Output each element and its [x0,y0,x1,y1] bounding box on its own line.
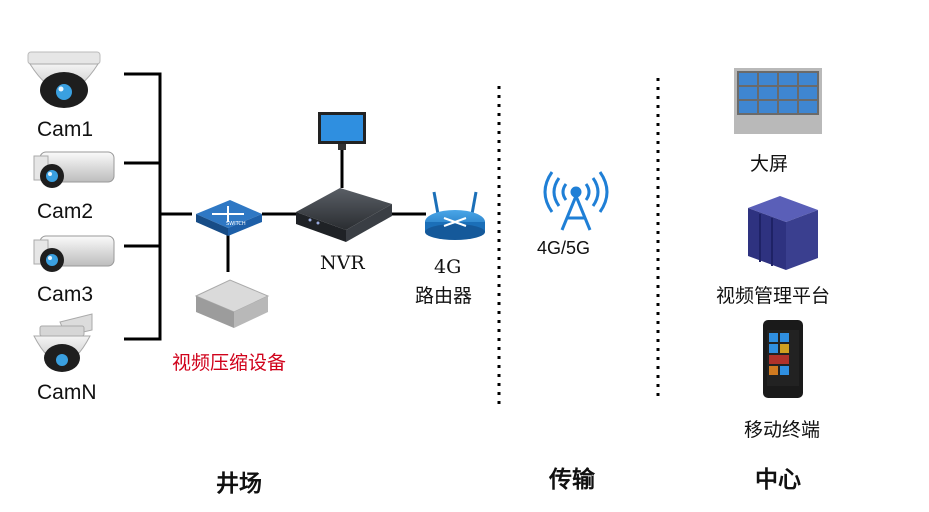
section-title-field: 井场 [216,471,262,497]
ptz-camera-icon [33,313,93,372]
cell-tower-icon [543,171,609,231]
bullet-camera-icon [33,235,115,272]
nvr-label: NVR [320,252,365,274]
monitor-icon [318,112,366,150]
big-screen-label: 大屏 [750,153,789,175]
section-title-transmission: 传输 [549,467,595,493]
router-label-line1: 4G [434,256,462,278]
server-cluster-icon [748,196,818,270]
nvr-icon [296,188,392,242]
camera-label: Cam1 [37,118,94,141]
bullet-camera-icon [33,151,115,188]
network-switch-icon: SWITCH [196,200,262,236]
video-wall-icon [734,68,822,134]
platform-label: 视频管理平台 [716,285,831,307]
camera-bus-line [124,72,192,341]
tower-label: 4G/5G [537,238,591,258]
camera-label: CamN [37,381,97,404]
router-icon [425,191,485,240]
camera-label: Cam3 [37,283,94,306]
mobile-phone-icon [763,320,803,398]
camera-label: Cam2 [37,200,94,223]
dome-camera-icon [27,51,101,108]
mobile-label: 移动终端 [744,419,821,441]
router-label-line2: 路由器 [415,285,473,307]
compression-device-label: 视频压缩设备 [172,352,287,374]
svg-text:SWITCH: SWITCH [226,221,246,227]
connection-lines [124,72,426,341]
section-title-center: 中心 [755,467,801,493]
compression-device-icon [194,279,270,328]
